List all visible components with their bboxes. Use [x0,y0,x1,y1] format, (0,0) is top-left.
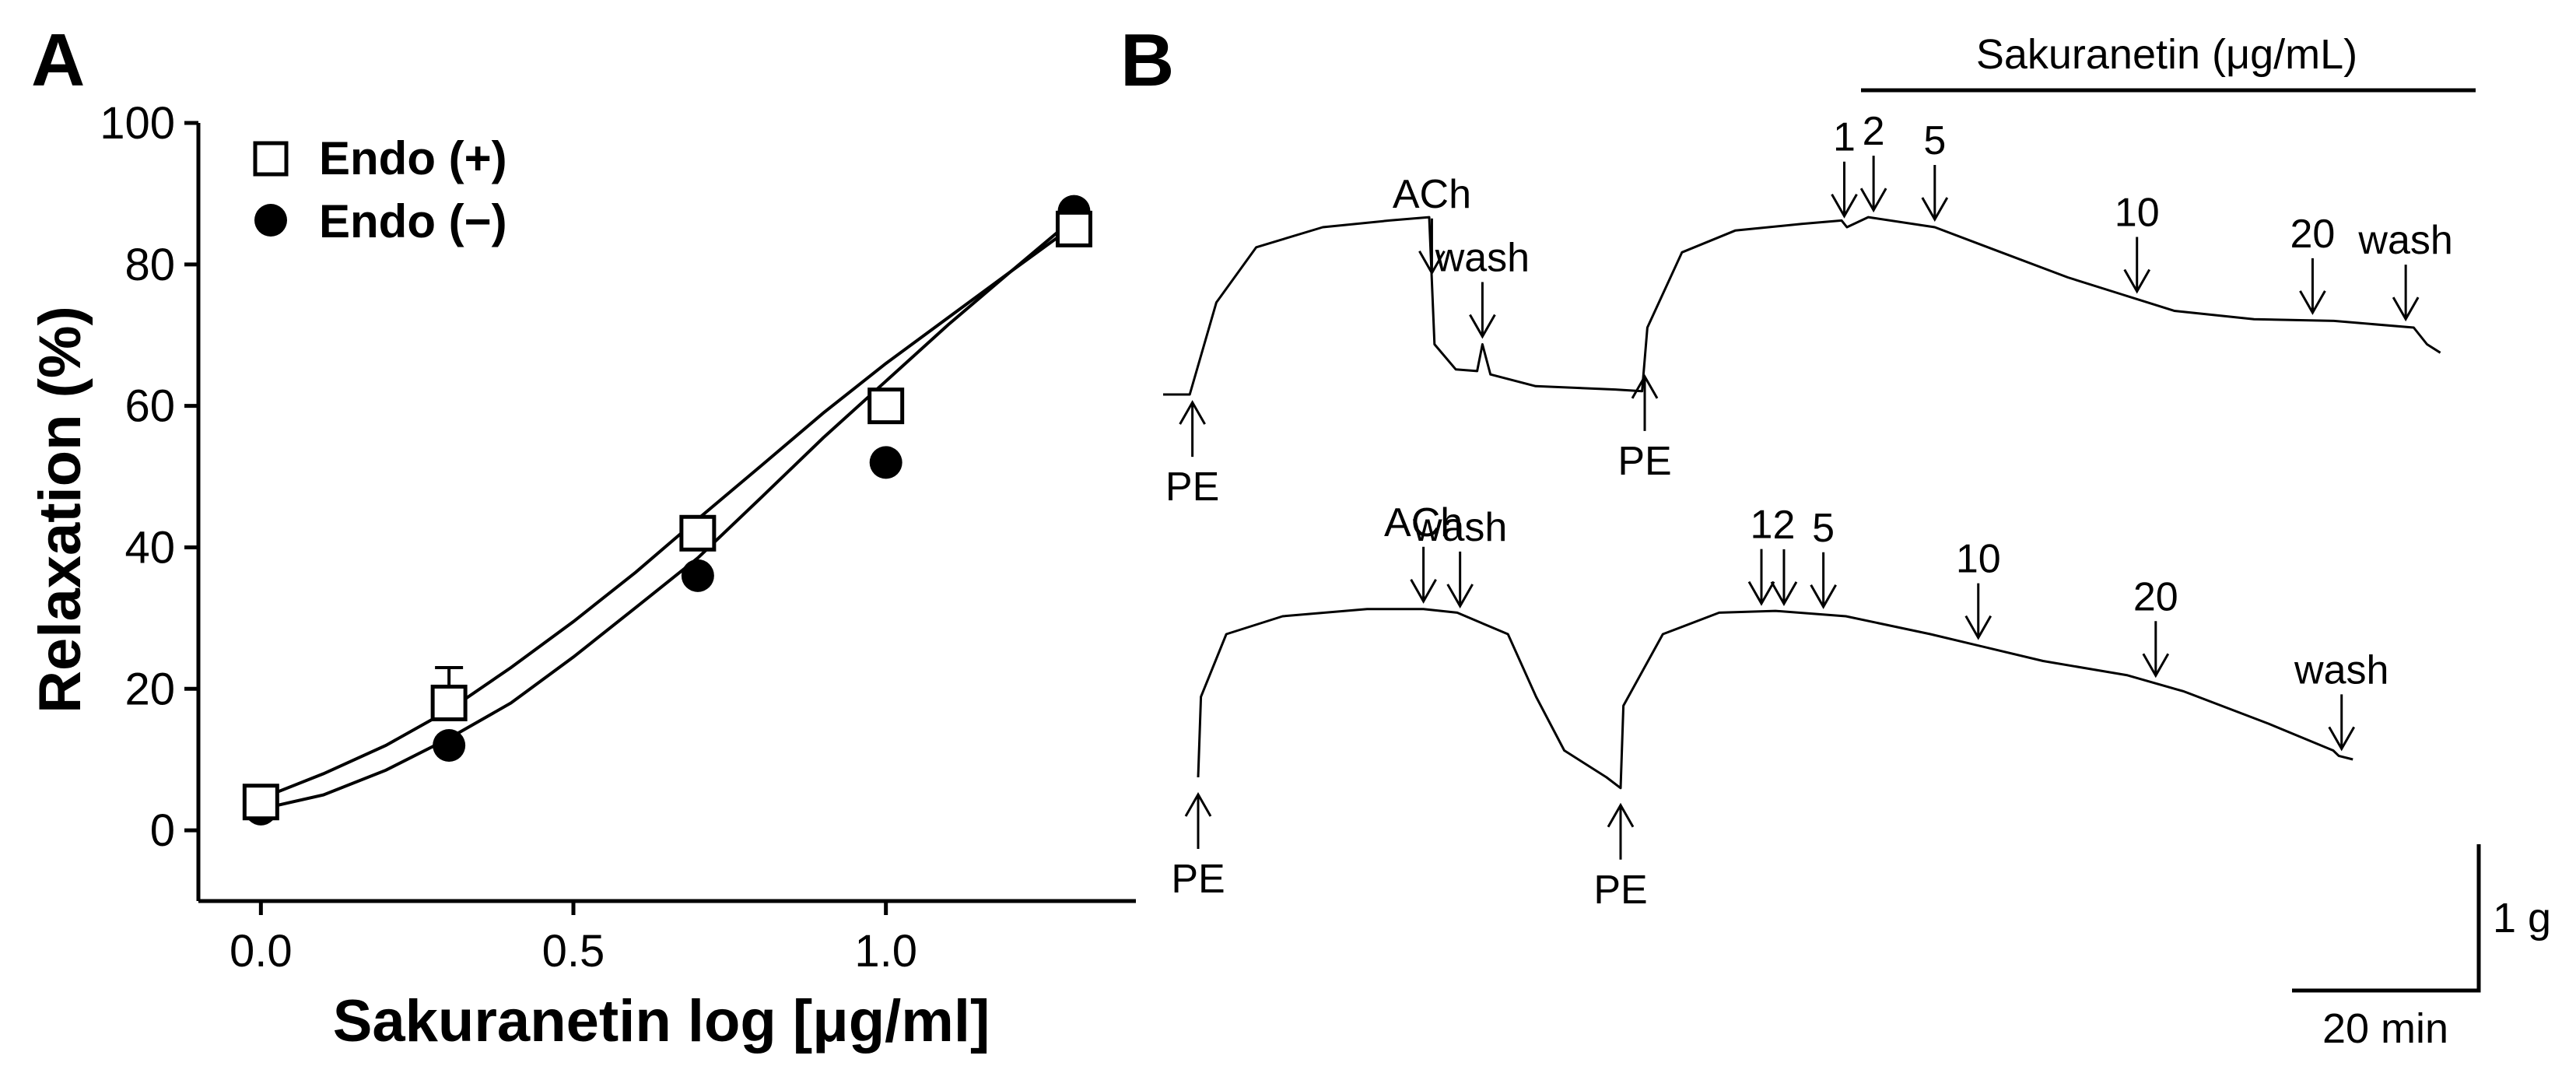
data-point-endo-minus [869,446,902,479]
marker-arrowhead [1631,373,1659,399]
data-point-endo-plus [1055,210,1092,247]
marker-label: PE [1171,857,1225,902]
y-tick-label: 100 [100,98,175,149]
marker-arrowhead [1859,188,1887,213]
marker-label: 20 [2133,574,2178,619]
data-point-endo-plus [867,387,905,425]
marker-label: 20 [2290,212,2336,257]
marker-arrowhead [1410,579,1437,604]
legend-label-endo-plus: Endo (+) [319,132,507,184]
legend-marker-endo-plus [253,141,289,177]
x-axis-label: Sakuranetin log [μg/ml] [333,988,990,1054]
x-tick-label: 1.0 [854,926,917,977]
scale-bar: 1 g 20 min [2292,844,2551,1052]
marker-arrowhead [1831,193,1858,219]
legend-marker-endo-minus [254,204,287,237]
panel-a-label: A [31,19,85,102]
marker-arrowhead [1810,584,1837,609]
sakuranetin-bar-label: Sakuranetin (μg/mL) [1976,31,2357,78]
x-tick-label: 0.5 [542,926,605,977]
marker-label: PE [1165,465,1219,510]
marker-label: wash [2294,647,2388,693]
y-tick-label: 80 [124,240,175,290]
panel-a-axes [196,123,1136,903]
marker-label: PE [1617,439,1671,484]
y-tick-label: 60 [124,381,175,432]
marker-arrowhead [1469,314,1496,339]
y-tick-label: 40 [124,522,175,573]
marker-label: 2 [1772,503,1795,548]
marker-arrowhead [2142,653,2170,678]
data-point-endo-plus [430,684,468,721]
marker-label: 5 [1923,118,1946,163]
marker-arrowhead [2392,296,2420,322]
panel-a-data-points [242,195,1092,826]
marker-label: 1 [1833,115,1856,160]
marker-arrowhead [1607,802,1635,828]
legend-label-endo-minus: Endo (−) [319,195,507,247]
marker-arrowhead [2123,268,2151,294]
y-axis-label: Relaxation (%) [27,306,93,714]
marker-arrowhead [1179,400,1206,425]
data-point-endo-minus [681,559,714,592]
data-point-endo-plus [242,784,279,821]
fit-curve-endo-minus [260,217,1075,811]
marker-arrowhead [1446,584,1474,608]
marker-arrowhead [2328,726,2356,752]
marker-arrowhead [1184,791,1212,817]
marker-label: ACh [1393,172,1471,217]
marker-arrowhead [1418,251,1446,275]
tension-trace-upper [1163,216,2441,396]
marker-arrowhead [1921,197,1949,223]
y-tick-label: 0 [150,805,175,856]
y-tick-label: 20 [124,664,175,714]
marker-label: 1 [1751,503,1773,548]
data-point-endo-minus [433,729,466,762]
tension-traces [1163,216,2441,790]
marker-label: ACh [1384,500,1463,545]
scale-bar-lines [2292,844,2481,993]
data-point-endo-plus [679,514,717,552]
marker-arrowhead [1964,615,1992,640]
legend: Endo (+) Endo (−) [253,132,507,247]
panel-a-chart: 0 20 40 60 80 100 0.0 0.5 1.0 Sakuranetin log [μ… [27,98,1136,1054]
fit-curve-endo-plus [260,224,1075,801]
marker-label: 10 [1956,537,2001,582]
marker-label: wash [1435,236,1530,281]
marker-arrowhead [2299,290,2326,315]
marker-label: 10 [2115,190,2160,235]
scale-bar-force-label: 1 g [2493,895,2551,941]
marker-label: 2 [1863,109,1885,154]
marker-arrowhead [1747,580,1775,606]
marker-label: PE [1593,868,1647,913]
panel-a-fit-curves [260,217,1075,811]
marker-label: wash [2357,218,2452,263]
marker-arrowhead [1770,581,1798,606]
panel-b-label: B [1120,19,1174,102]
panel-a-ticks: 0 20 40 60 80 100 0.0 0.5 1.0 [100,98,917,977]
marker-label: wash [1412,505,1507,550]
x-tick-label: 0.0 [230,926,293,977]
marker-label: 5 [1812,506,1835,551]
scale-bar-time-label: 20 min [2322,1005,2448,1052]
tension-trace-lower [1197,608,2353,790]
